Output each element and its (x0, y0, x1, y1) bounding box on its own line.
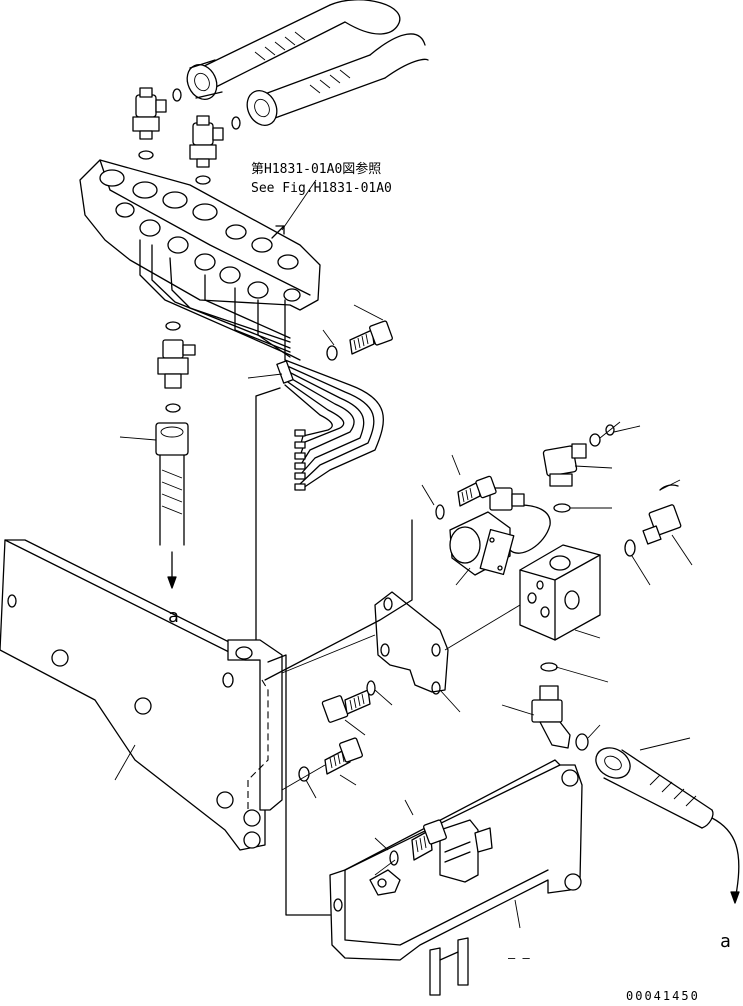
explode-line (444, 604, 521, 651)
drawing-number: 00041450 (626, 989, 700, 1003)
explode-line (281, 634, 376, 674)
angle-bracket (227, 639, 283, 811)
wire-harness (247, 359, 384, 491)
bottom-label: – – (508, 951, 530, 965)
upper-hose-left (186, 0, 401, 101)
explode-line (281, 764, 326, 791)
explode-line (374, 859, 396, 876)
callout-reference-jp: 第H1831-01A0図参照 (251, 161, 381, 177)
elbow-fitting-block (542, 421, 641, 513)
lower-clamp (439, 819, 493, 883)
clamp-line (255, 387, 281, 641)
lower-fitting-block (501, 662, 609, 751)
connector-label-lower: a (720, 931, 731, 952)
bolt-solenoid (421, 454, 497, 520)
callout-reference-en: See Fig.H1831-01A0 (251, 181, 392, 196)
harness-route-line (267, 654, 331, 916)
o-ring (231, 116, 241, 130)
pilot-valve-manifold (79, 159, 321, 361)
solenoid (449, 487, 551, 586)
upper-hose-right (246, 33, 429, 127)
elbow-fitting-right (189, 115, 224, 185)
plug-fitting-right (624, 479, 693, 586)
bolt-lower (298, 737, 363, 799)
bolt-lower-bracket (374, 799, 447, 866)
middle-bracket-plate (374, 591, 461, 713)
o-ring (172, 88, 182, 102)
lower-hose (595, 737, 740, 904)
valve-block (519, 544, 601, 641)
bolt-upper (322, 304, 393, 361)
harness-connect-line (264, 519, 413, 681)
vertical-hose (119, 422, 189, 589)
connector-label-upper: a (168, 606, 179, 627)
straight-fitting-lower (157, 321, 196, 413)
left-mounting-plate (0, 539, 266, 851)
elbow-fitting-left (132, 87, 167, 160)
bolt-middle (321, 680, 393, 736)
